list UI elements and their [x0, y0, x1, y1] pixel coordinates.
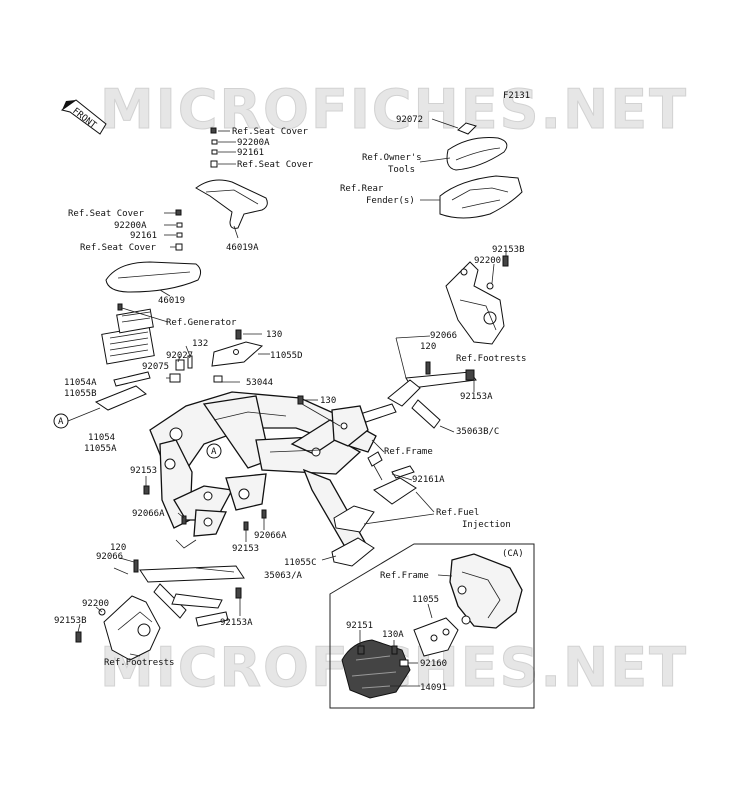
label-92075: 92075	[142, 362, 169, 372]
label-92153-b: 92153	[232, 544, 259, 554]
label-14091: 14091	[420, 683, 447, 693]
label-11054: 11054	[88, 433, 115, 443]
label-92066-r: 92066	[430, 331, 457, 341]
label-ref-seat-cover-d: Ref.Seat Cover	[80, 243, 156, 253]
label-11054A: 11054A	[64, 378, 97, 388]
label-120-l: 120	[110, 543, 126, 553]
label-92066-l: 92066	[96, 552, 123, 562]
svg-text:A: A	[58, 417, 64, 427]
label-ref-rear-fender-1: Ref.Rear	[340, 184, 384, 194]
label-ref-generator: Ref.Generator	[166, 318, 237, 328]
label-ref-rear-fender-2: Fender(s)	[366, 196, 415, 206]
label-130A: 130A	[382, 630, 404, 640]
grab-rail-46019	[105, 261, 202, 293]
label-ref-owners-tools-1: Ref.Owner's	[362, 153, 422, 163]
label-92153-a: 92153	[130, 466, 157, 476]
rear-fender	[439, 175, 523, 219]
label-35063-A: 35063/A	[264, 571, 303, 581]
main-frame	[149, 391, 377, 553]
label-11055D: 11055D	[270, 351, 303, 361]
ref-marker-a-left: A	[53, 407, 101, 429]
label-92160: 92160	[420, 659, 447, 669]
label-92200A-b: 92200A	[114, 221, 147, 231]
grab-rail-46019A	[195, 179, 268, 229]
label-ref-fuel-injection-2: Injection	[462, 520, 511, 530]
label-11055: 11055	[412, 595, 439, 605]
footrest-bracket-left	[75, 595, 161, 661]
label-ref-footrests-r: Ref.Footrests	[456, 354, 526, 364]
footrest-stay-right	[359, 361, 477, 429]
label-130-a: 130	[266, 330, 282, 340]
ca-frame-part	[449, 553, 523, 629]
label-92153A-r: 92153A	[460, 392, 493, 402]
watermark-top: MICROFICHES.NET	[100, 78, 688, 141]
label-ref-fuel-injection-1: Ref.Fuel	[436, 508, 479, 518]
label-ref-seat-cover-b: Ref.Seat Cover	[237, 160, 313, 170]
label-92200-l: 92200	[82, 599, 109, 609]
label-ref-frame-b: Ref.Frame	[380, 571, 429, 581]
label-ref-seat-cover-c: Ref.Seat Cover	[68, 209, 144, 219]
ca-inset: (CA) Ref.Frame 11055 92151 130A 92160	[329, 543, 535, 709]
owners-tools-bag	[446, 122, 508, 171]
svg-text:A: A	[211, 447, 217, 457]
label-130-b: 130	[320, 396, 336, 406]
label-92161-a: 92161	[237, 148, 264, 158]
label-46019: 46019	[158, 296, 185, 306]
label-11055A: 11055A	[84, 444, 117, 454]
bracket-11054A	[94, 371, 151, 411]
label-92066A-a: 92066A	[132, 509, 165, 519]
label-92200-r: 92200	[474, 256, 501, 266]
label-132: 132	[192, 339, 208, 349]
bolts-upper-grab	[175, 127, 218, 251]
label-92153B-l: 92153B	[54, 616, 87, 626]
bracket-11055D	[211, 329, 264, 367]
label-92072: 92072	[396, 115, 423, 125]
label-92153B-r: 92153B	[492, 245, 525, 255]
label-ref-footrests-l: Ref.Footrests	[104, 658, 174, 668]
label-53044: 53044	[246, 378, 273, 388]
fuel-injection-parts	[331, 465, 417, 567]
label-92200A-a: 92200A	[237, 138, 270, 148]
diagram-code: F2131	[503, 91, 530, 101]
label-92027: 92027	[166, 351, 193, 361]
label-ref-seat-cover-a: Ref.Seat Cover	[232, 127, 308, 137]
label-ref-owners-tools-2: Tools	[388, 165, 415, 175]
footrest-bracket-right	[445, 255, 509, 345]
label-92153A-l: 92153A	[220, 618, 253, 628]
label-92161A: 92161A	[412, 475, 445, 485]
label-92066A-b: 92066A	[254, 531, 287, 541]
label-92161-b: 92161	[130, 231, 157, 241]
label-46019A: 46019A	[226, 243, 259, 253]
label-ref-frame-a: Ref.Frame	[384, 447, 433, 457]
label-11055B: 11055B	[64, 389, 97, 399]
regulator	[101, 303, 155, 365]
ref-marker-a-frame: A	[206, 443, 222, 459]
bracket-11055	[413, 617, 459, 657]
label-120-r: 120	[420, 342, 436, 352]
label-35063B-C: 35063B/C	[456, 427, 499, 437]
label-11055C: 11055C	[284, 558, 317, 568]
label-92151: 92151	[346, 621, 373, 631]
label-ca-variant: (CA)	[502, 549, 524, 559]
